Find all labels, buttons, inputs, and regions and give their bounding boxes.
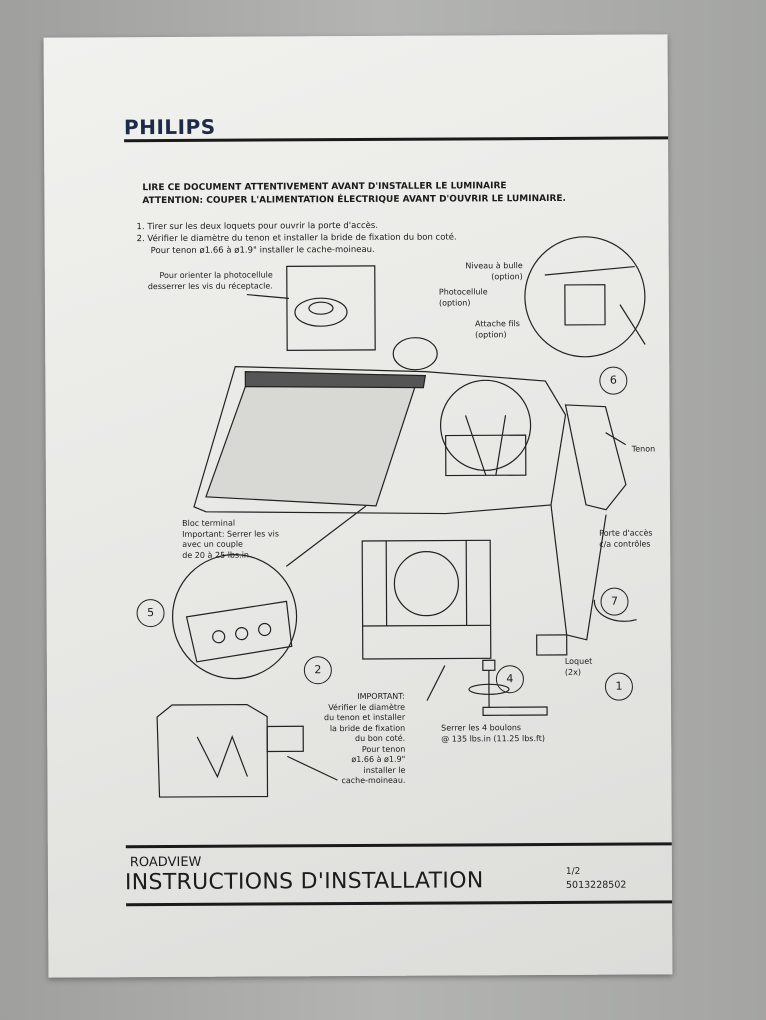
important-note: IMPORTANT:Vérifier le diamètre du tenon … bbox=[323, 691, 406, 786]
rotate-arrow bbox=[593, 599, 637, 622]
callout-7: 7 bbox=[600, 587, 629, 616]
luminaire-diagram bbox=[156, 236, 646, 798]
page-number: 1/2 bbox=[565, 866, 581, 877]
bird-guard-inset bbox=[156, 703, 269, 798]
photocell-label: Photocellule (option) bbox=[438, 287, 488, 308]
access-door-label: Porte d'accès c/a contrôles bbox=[599, 528, 653, 549]
tenon-mount bbox=[564, 404, 627, 511]
terminal-block-label: Bloc terminal Important: Serrer les vis … bbox=[182, 518, 280, 560]
tenon-label: Tenon bbox=[631, 444, 656, 454]
callout-1: 1 bbox=[604, 672, 634, 701]
mount-inset bbox=[361, 539, 492, 660]
product-name: ROADVIEW bbox=[129, 854, 202, 871]
document-number: 5013228502 bbox=[565, 879, 627, 891]
callout-4: 4 bbox=[495, 665, 524, 694]
level-inset bbox=[524, 236, 646, 358]
callout-2: 2 bbox=[303, 656, 332, 685]
photocell-receptacle bbox=[294, 297, 348, 327]
access-door bbox=[550, 504, 607, 641]
callout-6: 6 bbox=[599, 366, 628, 395]
terminal-inset bbox=[171, 554, 298, 680]
level-label: Niveau à bulle (option) bbox=[465, 261, 523, 281]
callout-5: 5 bbox=[136, 599, 165, 628]
bolts-label: Serrer les 4 boulons @ 135 lbs.in (11.25… bbox=[441, 723, 545, 744]
document-title: INSTRUCTIONS D'INSTALLATION bbox=[124, 868, 484, 896]
photocell-inset bbox=[286, 265, 376, 351]
luminaire-housing bbox=[193, 366, 567, 515]
instruction-sheet: PHILIPS LIRE CE DOCUMENT ATTENTIVEMENT A… bbox=[43, 34, 673, 978]
wire-tie-label: Attache fils (option) bbox=[475, 319, 520, 339]
latch-label: Loquet (2x) bbox=[564, 656, 593, 677]
photocell-orient-label: Pour orienter la photocellule desserrer … bbox=[147, 270, 273, 291]
photocell bbox=[392, 337, 438, 371]
